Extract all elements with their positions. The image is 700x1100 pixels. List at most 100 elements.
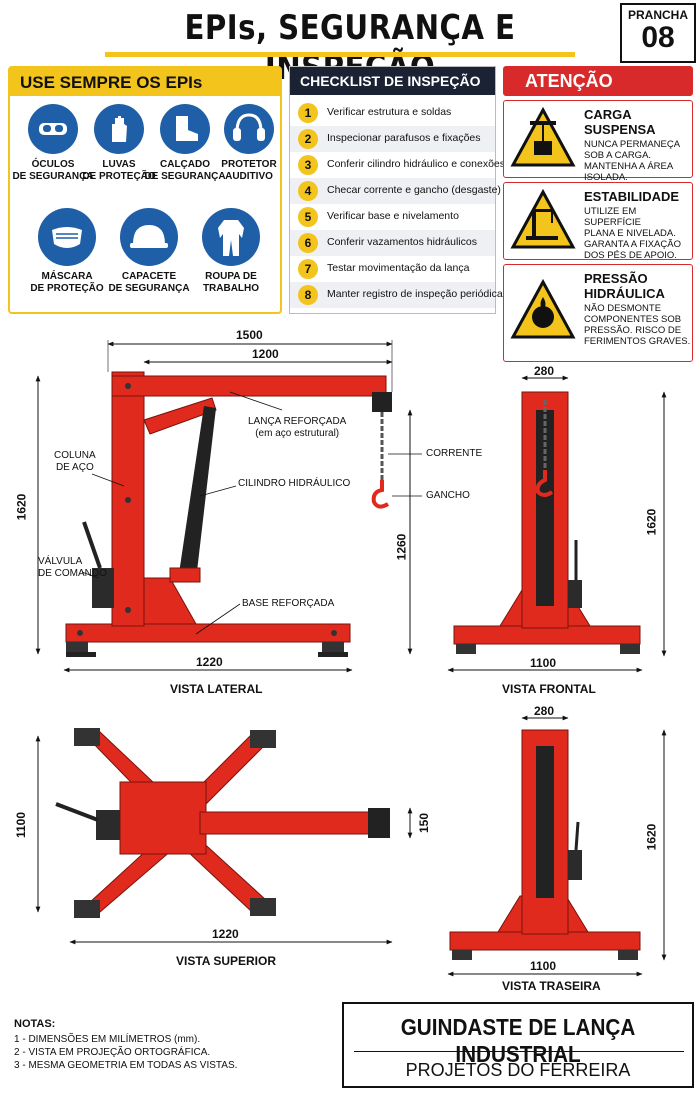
suspended-load-icon (510, 107, 576, 167)
project-subtitle: PROJETOS DO FERREIRA (405, 1060, 631, 1080)
stability-icon (510, 189, 576, 249)
checklist-text: Inspecionar parafusos e fixações (327, 132, 481, 144)
epi-label-1: MÁSCARA (41, 271, 93, 282)
attention-card-title-2: HIDRÁULICA (584, 286, 665, 301)
dim-superior-height: 1100 (14, 811, 29, 839)
dim-traseira-base: 1100 (530, 959, 557, 973)
checklist-title: CHECKLIST DE INSPEÇÃO (300, 73, 481, 89)
checklist-text: Conferir vazamentos hidráulicos (327, 236, 477, 248)
note-item: 3 - MESMA GEOMETRIA EM TODAS AS VISTAS. (14, 1060, 238, 1071)
epi-label-2: DE SEGURANÇA (144, 171, 226, 182)
project-title-box: GUINDASTE DE LANÇA INDUSTRIAL PROJETOS D… (342, 1002, 694, 1088)
checklist-row: 6 Conferir vazamentos hidráulicos (290, 230, 495, 256)
checklist-row: 7 Testar movimentação da lança (290, 256, 495, 282)
hydraulic-pressure-icon (510, 279, 576, 339)
label-cylinder: CILINDRO HIDRÁULICO (238, 478, 351, 489)
checklist-number: 1 (298, 103, 318, 123)
dim-superior-small: 150 (417, 812, 432, 834)
dim-hook-height: 1260 (394, 533, 409, 561)
note-item: 2 - VISTA EM PROJEÇÃO ORTOGRÁFICA. (14, 1047, 211, 1058)
dim-traseira-top: 280 (534, 704, 555, 718)
project-divider (354, 1051, 684, 1052)
checklist-number: 8 (298, 285, 318, 305)
dim-boom-width: 1200 (252, 347, 279, 361)
label-boom-1: LANÇA REFORÇADA (248, 416, 347, 427)
attention-title: ATENÇÃO (525, 71, 613, 91)
checklist-row: 1 Verificar estrutura e soldas (290, 100, 495, 126)
attention-line: NUNCA PERMANEÇA (584, 139, 681, 150)
goggles-icon (28, 104, 78, 154)
coverall-icon (202, 208, 260, 266)
gloves-icon (94, 104, 144, 154)
frontal-view (447, 375, 667, 673)
dim-lateral-base: 1220 (196, 655, 223, 669)
notes-title: NOTAS: (14, 1018, 56, 1030)
notes-block: NOTAS: 1 - DIMENSÕES EM MILÍMETROS (mm).… (14, 1018, 314, 1072)
title-underline (105, 52, 575, 57)
epi-label-1: ROUPA DE (205, 271, 257, 282)
checklist-number: 3 (298, 155, 318, 175)
dim-lateral-height: 1620 (14, 493, 29, 521)
attention-line: GARANTA A FIXAÇÃO (584, 239, 681, 250)
label-chain: CORRENTE (426, 448, 483, 459)
epi-label-2: DE PROTEÇÃO (82, 171, 156, 182)
epi-label-2: AUDITIVO (225, 171, 273, 182)
attention-line: PRESSÃO. RISCO DE (584, 325, 682, 336)
helmet-icon (120, 208, 178, 266)
epi-panel-header: USE SEMPRE OS EPIs (10, 68, 280, 96)
dim-total-width: 1500 (236, 328, 263, 342)
superior-view (35, 728, 413, 945)
epi-label-1: CAPACETE (121, 271, 177, 282)
sheet-number: 08 (641, 21, 675, 54)
label-boom-2: (em aço estrutural) (255, 428, 340, 439)
checklist-number: 2 (298, 129, 318, 149)
epi-panel-title: USE SEMPRE OS EPIs (20, 73, 203, 92)
epi-label-1: CALÇADO (160, 159, 210, 170)
attention-card-title: CARGA SUSPENSA (584, 107, 656, 137)
traseira-view-title: VISTA TRASEIRA (502, 979, 601, 993)
checklist-row: 2 Inspecionar parafusos e fixações (290, 126, 495, 152)
epi-label-2: DE SEGURANÇA (12, 171, 94, 182)
ear-protector-icon (224, 104, 274, 154)
checklist-panel: CHECKLIST DE INSPEÇÃO 1 Verificar estrutu… (289, 66, 505, 314)
checklist-number: 6 (298, 233, 318, 253)
label-valve-1: VÁLVULA (38, 556, 83, 567)
label-base: BASE REFORÇADA (242, 598, 335, 609)
attention-header: ATENÇÃO (503, 66, 693, 96)
epi-label-1: LUVAS (102, 159, 136, 170)
checklist-text: Verificar estrutura e soldas (327, 106, 452, 118)
attention-line: PLANA E NIVELADA. (584, 228, 676, 239)
checklist-number: 7 (298, 259, 318, 279)
attention-line: UTILIZE EM SUPERFÍCIE (584, 206, 642, 228)
attention-card-title: ESTABILIDADE (584, 189, 680, 204)
dim-frontal-top: 280 (534, 364, 555, 378)
checklist-text: Testar movimentação da lança (327, 262, 470, 274)
checklist-number: 5 (298, 207, 318, 227)
label-valve-2: DE COMANDO (38, 568, 107, 579)
label-column-2: DE AÇO (55, 462, 94, 473)
frontal-view-title: VISTA FRONTAL (502, 682, 596, 696)
dim-superior-base: 1220 (212, 927, 239, 941)
sheet-label: PRANCHA (628, 8, 688, 22)
lateral-view (35, 340, 422, 673)
dim-frontal-base: 1100 (530, 656, 557, 670)
checklist-text: Checar corrente e gancho (desgaste) (327, 184, 501, 196)
checklist-number: 4 (298, 181, 318, 201)
lateral-view-title: VISTA LATERAL (170, 682, 263, 696)
epi-label-2: DE PROTEÇÃO (30, 283, 104, 294)
attention-line: MANTENHA A ÁREA (584, 161, 674, 172)
checklist-text: Verificar base e nivelamento (327, 210, 459, 222)
sheet-box: PRANCHA 08 (620, 3, 696, 63)
